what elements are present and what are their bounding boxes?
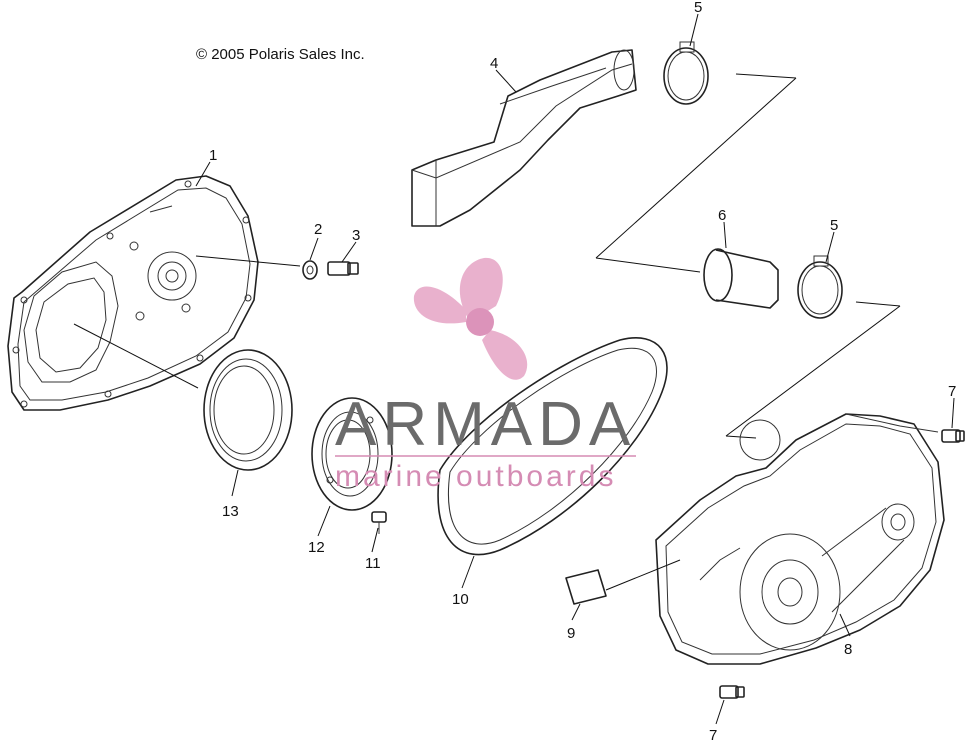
part-2-washer bbox=[302, 260, 318, 280]
logo-hub bbox=[466, 308, 494, 336]
callout-12: 12 bbox=[308, 539, 325, 556]
leader-lines bbox=[73, 13, 955, 725]
callout-4: 4 bbox=[490, 55, 498, 72]
callout-5-top: 5 bbox=[694, 0, 702, 16]
assembly-guides bbox=[595, 73, 901, 439]
callout-6: 6 bbox=[718, 207, 726, 224]
part-8-outer-cover bbox=[655, 413, 945, 665]
callout-11: 11 bbox=[365, 555, 381, 572]
copyright-text: © 2005 Polaris Sales Inc. bbox=[196, 46, 365, 63]
part-1-inner-cover bbox=[7, 175, 259, 411]
logo-petal-left bbox=[413, 286, 466, 324]
part-5-clamp-mid bbox=[797, 255, 843, 319]
part-13-seal bbox=[203, 349, 293, 471]
watermark-brand: ARMADA bbox=[335, 390, 636, 459]
callout-5-mid: 5 bbox=[830, 217, 838, 234]
part-9-decal bbox=[565, 569, 607, 605]
part-4-duct bbox=[411, 49, 637, 227]
logo-petal-top bbox=[459, 257, 503, 322]
callout-9: 9 bbox=[567, 625, 575, 642]
part-11-bolt bbox=[371, 511, 387, 534]
part-5-clamp-top bbox=[663, 41, 709, 105]
callout-13: 13 bbox=[222, 503, 239, 520]
axis-line-1 bbox=[195, 255, 301, 267]
logo-petal-right bbox=[482, 330, 528, 380]
callout-1: 1 bbox=[209, 147, 217, 164]
armada-logo-mark bbox=[413, 257, 528, 380]
callout-10: 10 bbox=[452, 591, 469, 608]
callout-7-bottom: 7 bbox=[709, 727, 717, 741]
callout-2: 2 bbox=[314, 221, 322, 238]
callout-7-right: 7 bbox=[948, 383, 956, 400]
part-7-bolt-right bbox=[941, 429, 965, 443]
part-3-bolt bbox=[327, 261, 359, 276]
watermark-tagline: marine outboards bbox=[335, 460, 616, 493]
callout-3: 3 bbox=[352, 227, 360, 244]
part-12-plate bbox=[311, 397, 393, 511]
part-10-belt bbox=[437, 337, 668, 556]
callout-8: 8 bbox=[844, 641, 852, 658]
part-6-sleeve bbox=[703, 248, 779, 309]
part-7-bolt-bottom bbox=[719, 685, 745, 699]
